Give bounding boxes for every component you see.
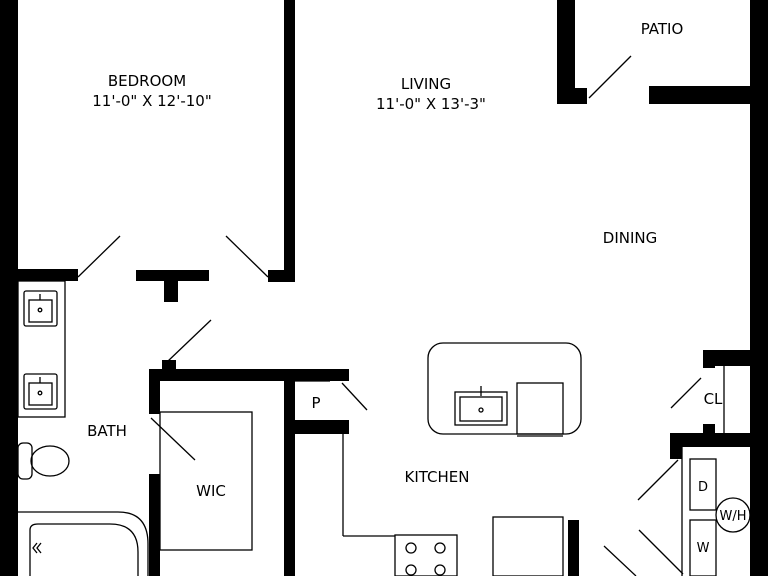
partitions [17, 280, 725, 576]
washer-label: W [697, 541, 710, 556]
wall-wic-stub [162, 360, 176, 372]
bath-sink-lower-drain [37, 390, 43, 396]
wall-closet-north [703, 350, 768, 366]
living-label: LIVING [401, 75, 451, 93]
refrigerator [492, 516, 564, 576]
wall-pantry-north [284, 369, 349, 381]
patio-label: PATIO [641, 20, 684, 38]
bath-sink-lower [23, 373, 58, 410]
wall-right [750, 0, 768, 576]
bath-door [166, 319, 212, 363]
wall-closet-south-stub [703, 424, 715, 447]
kitchen-label: KITCHEN [405, 468, 470, 486]
island-sink-drain [478, 407, 484, 413]
closet-label: CL [704, 390, 723, 408]
range-burner-2 [434, 542, 446, 554]
dryer-unit [689, 458, 717, 511]
wall-patio-right-stub [649, 86, 750, 104]
wall-closet-south [670, 433, 768, 447]
kitchen-door [603, 545, 637, 576]
wall-patio-left [557, 0, 575, 104]
wall-bedroom-south-left [18, 269, 78, 281]
living-dims: 11'-0" X 13'-3" [376, 95, 486, 113]
wic-shelf [159, 411, 253, 551]
bedroom-dims: 11'-0" X 12'-10" [92, 92, 212, 110]
wall-wic-north [149, 369, 295, 381]
wall-patio-left-foot [557, 88, 587, 104]
range [394, 534, 458, 576]
bedroom-label: BEDROOM [108, 72, 186, 90]
bathtub [18, 511, 149, 576]
range-burner-1 [405, 542, 417, 554]
laundry-door [637, 459, 679, 501]
wic-label: WIC [196, 482, 226, 500]
closet-door [670, 377, 702, 409]
bath-label: BATH [87, 422, 127, 440]
wall-bedroom-south-right [268, 270, 295, 282]
bath-vanity [17, 280, 66, 418]
patio-door [588, 55, 632, 99]
bedroom-bath-door [77, 235, 121, 278]
wall-wic-west-bottom [149, 474, 160, 576]
dryer-label: D [698, 480, 708, 495]
bathtub-drain-icon [32, 542, 42, 554]
wall-wic-west-top [149, 369, 160, 414]
labels: BEDROOM 11'-0" X 12'-10" LIVING 11'-0" X… [87, 20, 746, 556]
bedroom-door [225, 235, 269, 278]
wall-pantry-south [284, 420, 349, 434]
laundry-door-2 [638, 529, 684, 575]
range-burner-3 [405, 564, 417, 576]
water-heater-unit [715, 497, 751, 533]
wall-bedroom-east [284, 0, 295, 282]
island-sink-basin [459, 396, 503, 422]
bath-sink-upper-drain [37, 307, 43, 313]
pantry-label: P [311, 394, 320, 412]
wall-left [0, 0, 18, 576]
toilet-tank [17, 442, 33, 480]
toilet-bowl [30, 445, 70, 477]
washer-unit [689, 519, 717, 576]
fixtures [17, 290, 751, 576]
wall-kitchen-east [568, 520, 579, 576]
range-burner-4 [434, 564, 446, 576]
water-heater-label: W/H [719, 509, 746, 524]
doors [77, 55, 702, 576]
wall-t-stem [164, 270, 178, 302]
bathtub-inner [29, 523, 139, 576]
wall-closet-stub [703, 350, 715, 368]
dining-label: DINING [603, 229, 657, 247]
kitchen-island [427, 342, 582, 435]
bath-sink-upper-basin [28, 299, 53, 323]
bath-sink-upper [23, 290, 58, 327]
wic-door [150, 417, 196, 461]
bath-sink-lower-basin [28, 382, 53, 406]
pantry-door [341, 382, 368, 411]
wall-laundry-west [670, 433, 682, 459]
wall-wic-east [284, 369, 295, 576]
dishwasher [516, 382, 564, 435]
